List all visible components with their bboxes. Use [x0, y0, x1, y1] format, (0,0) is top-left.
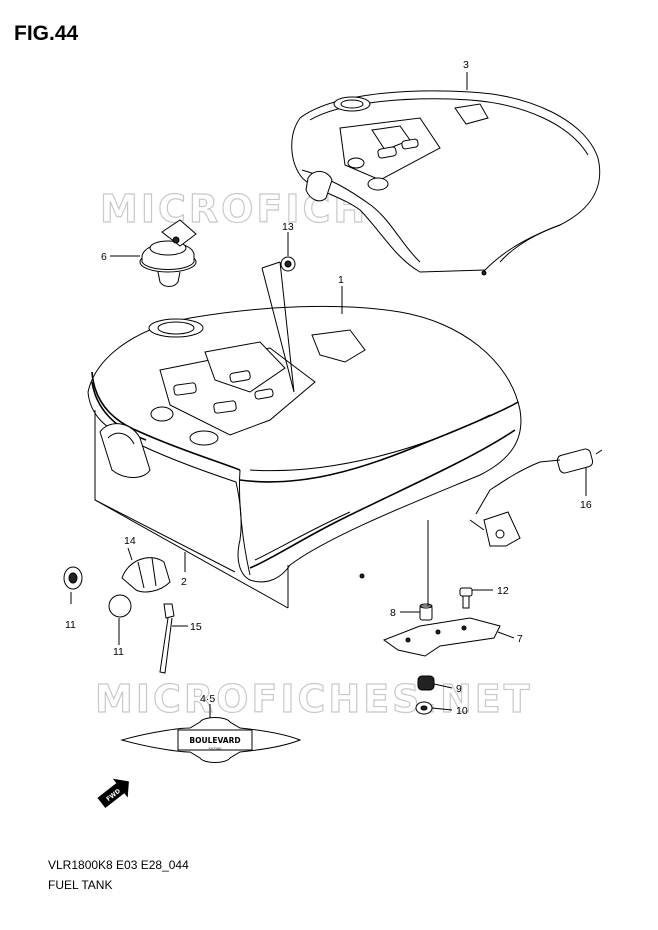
cushion-part-9[interactable] — [417, 675, 435, 691]
bolt-part-12[interactable] — [459, 587, 473, 609]
cushion-part-14[interactable] — [121, 557, 171, 593]
callout-1: 1 — [338, 274, 344, 286]
forward-direction-marker: FWD — [97, 778, 129, 809]
model-code: VLR1800K8 E03 E28_044 — [48, 858, 189, 872]
fuel-cap-part-6[interactable] — [139, 219, 197, 287]
callout-9: 9 — [456, 683, 462, 695]
callout-13: 13 — [282, 221, 294, 233]
collar-part-8[interactable] — [419, 603, 433, 621]
cushion-part-11-b[interactable] — [108, 594, 132, 618]
tie-band-part-15[interactable] — [159, 603, 175, 674]
callout-14: 14 — [124, 535, 136, 547]
emblem-subtext: SUZUKI — [208, 747, 221, 751]
bolt-part-10[interactable] — [415, 701, 433, 715]
callout-11-a: 11 — [65, 619, 76, 631]
emblem-text: BOULEVARD — [189, 736, 240, 745]
leader-lines — [70, 72, 587, 718]
callout-12: 12 — [497, 585, 509, 597]
grommet-part-13[interactable] — [280, 256, 296, 272]
callout-4-5: 4·5 — [200, 693, 215, 705]
callout-15: 15 — [190, 621, 202, 633]
figure-title: FIG.44 — [14, 22, 79, 45]
tank-bracket-outline-part-2 — [94, 410, 289, 609]
cushion-part-11-a[interactable] — [63, 566, 83, 590]
bracket-plate-part-7[interactable] — [382, 617, 501, 657]
callout-10: 10 — [456, 705, 468, 717]
callout-3: 3 — [463, 59, 469, 71]
callout-11-b: 11 — [113, 646, 124, 658]
assembly-name: FUEL TANK — [48, 878, 113, 892]
callout-16: 16 — [580, 499, 592, 511]
emblem-part-4-5[interactable]: BOULEVARD SUZUKI — [120, 717, 302, 763]
callout-7: 7 — [517, 633, 523, 645]
fuel-tank-part-1[interactable] — [87, 305, 522, 583]
watermark-bottom: MICROFICHES.NET — [95, 677, 533, 721]
callout-6: 6 — [101, 251, 107, 263]
callout-8: 8 — [390, 607, 396, 619]
tank-cover-part-3[interactable] — [291, 90, 601, 276]
callout-2: 2 — [181, 576, 187, 588]
fuel-pump-part-16[interactable] — [469, 448, 603, 547]
